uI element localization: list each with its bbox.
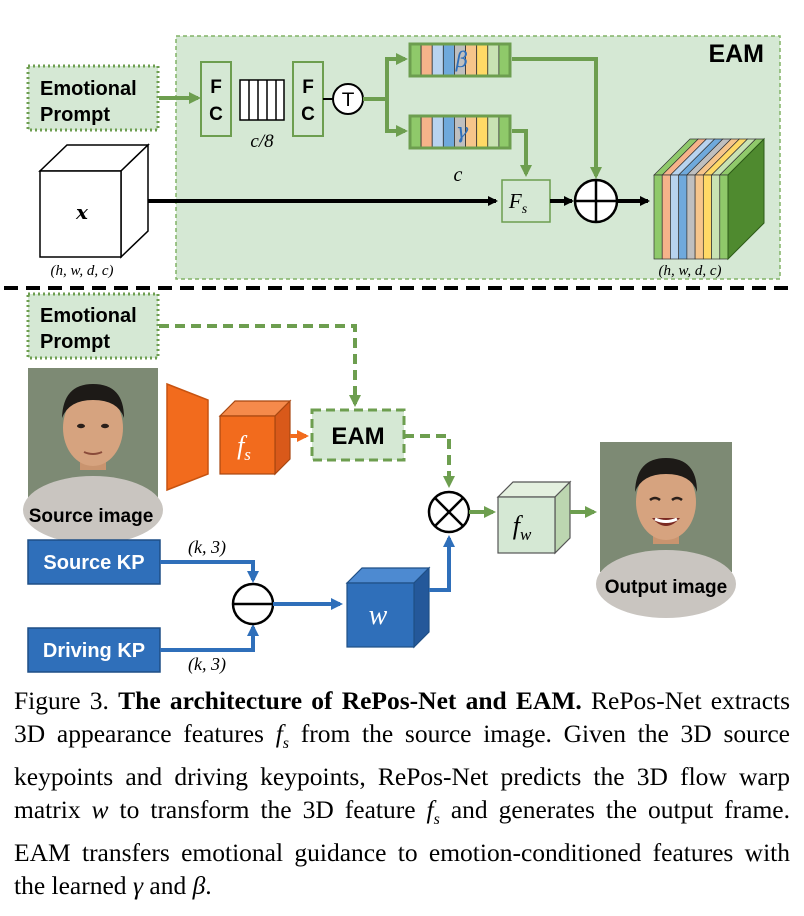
vector-channel	[442, 43, 455, 77]
vector-channel	[431, 43, 444, 77]
arrow-source-kp-to-minus	[160, 560, 259, 583]
kp-dim-top: (k, 3)	[188, 537, 226, 558]
emotional-prompt-box-bottom	[26, 292, 160, 360]
input-feature-cube-x	[38, 143, 150, 259]
vector-channel	[498, 115, 511, 149]
fs-label: fs	[237, 431, 251, 464]
fc-block-1-f: F	[210, 77, 222, 98]
arrow-t-to-gamma	[385, 99, 408, 137]
fs-operator-box	[501, 179, 551, 223]
arrow-t-to-beta	[363, 53, 408, 101]
arrow-eam-to-mult	[404, 434, 455, 488]
arrow-beta-to-plus	[512, 57, 602, 179]
emotional-prompt-top-line2: Prompt	[40, 104, 110, 126]
vector-channel	[476, 115, 489, 149]
cube-front-stripe	[711, 174, 721, 260]
eam-title: EAM	[708, 40, 764, 68]
arrow-w-to-mult	[429, 535, 455, 592]
input-dim-label: (h, w, d, c)	[50, 263, 113, 279]
source-image	[23, 368, 163, 544]
cube-front-stripe	[719, 174, 729, 260]
eam-module-box	[310, 408, 406, 462]
cube-front-stripe	[694, 174, 704, 260]
emotional-prompt-box-top	[26, 64, 160, 132]
fc-block-1-c: C	[209, 104, 223, 125]
fs-operator-label: Fs	[508, 189, 528, 217]
output-feature-cube	[653, 137, 765, 261]
subtract-node	[231, 582, 275, 626]
output-image	[596, 442, 736, 618]
vector-channel	[409, 115, 422, 149]
source-kp-box	[27, 539, 161, 585]
cube-front-stripe	[678, 174, 688, 260]
beta-vector	[408, 42, 512, 78]
fc-block-1	[200, 61, 232, 137]
cube-side-face	[727, 137, 765, 261]
caption-title: The architecture of RePos-Net and EAM.	[118, 686, 582, 715]
multiply-node	[427, 490, 471, 534]
eam-module-label: EAM	[331, 423, 384, 450]
cube-front-stripe	[670, 174, 680, 260]
arrow-gamma-to-fs	[512, 129, 532, 177]
caption-lead: Figure 3.	[14, 686, 109, 715]
w-label: w	[369, 600, 388, 631]
output-image-label: Output image	[605, 577, 727, 598]
transpose-symbol: T	[341, 89, 354, 111]
emotional-prompt-top-line1: Emotional	[40, 78, 137, 100]
input-x-label: x	[75, 200, 89, 224]
add-node	[573, 178, 619, 224]
cube-front-stripe	[653, 174, 663, 260]
vector-frame	[408, 42, 512, 78]
vector-channel	[442, 115, 455, 149]
bottleneck-vector	[239, 79, 285, 121]
driving-kp-label: Driving KP	[43, 640, 145, 662]
vector-channel	[487, 43, 500, 77]
warped-feature-cube-fw	[496, 480, 572, 555]
fw-label: fw	[513, 511, 532, 544]
fc-block-2	[292, 61, 324, 137]
vector-channel	[487, 115, 500, 149]
cube-front-stripe	[686, 174, 696, 260]
output-dim-label: (h, w, d, c)	[658, 263, 721, 279]
cube-front-stripe	[702, 174, 712, 260]
vector-channel	[409, 43, 422, 77]
bottleneck-label: c/8	[250, 131, 274, 152]
fc-block-2-c: C	[301, 104, 315, 125]
driving-kp-box	[27, 627, 161, 673]
fc-block-2-f: F	[302, 77, 314, 98]
source-image-label: Source image	[29, 506, 154, 527]
vector-channel	[498, 43, 511, 77]
vector-channel	[476, 43, 489, 77]
vector-channel	[420, 115, 433, 149]
warp-matrix-cube-w	[345, 566, 431, 649]
cube-front-stripe	[661, 174, 671, 260]
caption-body: RePos-Net extracts 3D appearance feature…	[14, 686, 791, 901]
gamma-label: γ	[456, 119, 469, 143]
channel-label-c: c	[454, 164, 463, 186]
architecture-diagram: EAM Emotional Prompt F C c/8 F C T β γ c…	[4, 35, 794, 675]
emotional-prompt-bottom-line1: Emotional	[40, 305, 137, 327]
kp-dim-bottom: (k, 3)	[188, 654, 226, 675]
emotional-prompt-bottom-line2: Prompt	[40, 331, 110, 353]
vector-frame	[408, 114, 512, 150]
beta-label: β	[455, 48, 468, 72]
vector-channel	[420, 43, 433, 77]
gamma-vector	[408, 114, 512, 150]
appearance-encoder	[166, 382, 209, 492]
source-kp-label: Source KP	[43, 552, 144, 574]
arrow-prompt-to-eam	[159, 324, 361, 407]
arrow-driving-kp-to-minus	[160, 624, 259, 652]
figure-caption: Figure 3. The architecture of RePos-Net …	[14, 684, 790, 902]
appearance-feature-cube-fs	[218, 399, 292, 476]
vector-channel	[431, 115, 444, 149]
